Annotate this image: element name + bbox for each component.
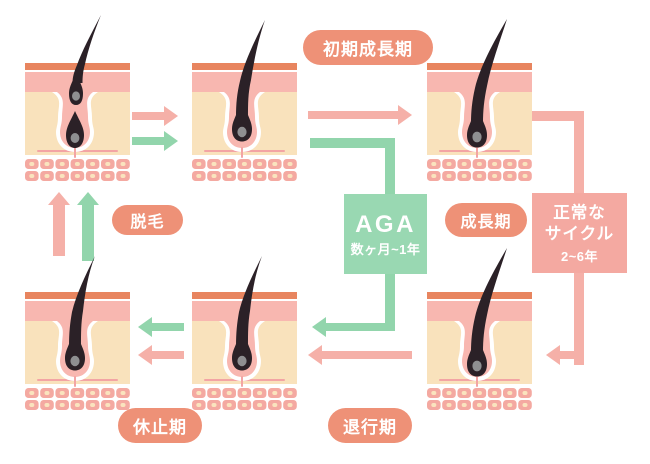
skin-panel-bottom-left hair-follicle-icon (25, 256, 130, 410)
arrow-up-green-p4-p1 (77, 192, 99, 261)
aga-title: AGA (355, 210, 416, 238)
aga-cycle-box: AGA 数ヶ月~1年 (344, 194, 427, 274)
normal-cycle-duration: 2~6年 (560, 249, 599, 265)
arrow-left-pink-p5-p4 (138, 345, 184, 365)
skin-panel-top-left hair-follicle-icon (25, 15, 130, 181)
cycle-elbow-top-vertical (574, 111, 584, 193)
arrow-left-green-p5-p4 (138, 317, 184, 337)
label-catagen-phase: 退行期 (328, 408, 412, 443)
normal-cycle-box: 正常な サイクル 2~6年 (532, 193, 627, 273)
cycle-elbow-top-horizontal (532, 111, 584, 121)
label-growth-phase: 成長期 (445, 203, 527, 237)
label-shedding: 脱毛 (112, 205, 183, 235)
normal-cycle-line2: サイクル (544, 224, 615, 243)
arrow-up-pink-p4-p1 (48, 192, 70, 256)
arrow-right-pink-p2-p3 (308, 105, 412, 125)
arrow-left-pink-cycle-into-p6 (546, 345, 584, 365)
normal-cycle-line1: 正常な (553, 203, 606, 222)
skin-panel-bottom-right hair-follicle-icon (427, 248, 532, 410)
arrow-left-pink-p6-p5 (308, 345, 412, 365)
label-early-growth-phase: 初期成長期 (303, 30, 433, 65)
aga-elbow-bottom-vertical (384, 274, 395, 331)
aga-elbow-top-vertical (384, 138, 395, 194)
aga-elbow-top-horizontal (310, 138, 395, 148)
label-telogen-phase: 休止期 (118, 408, 202, 443)
arrow-right-green-p1-p2 (132, 131, 178, 151)
arrow-right-pink-p1-p2 (132, 106, 178, 126)
skin-panel-top-middle hair-follicle-icon (192, 20, 297, 181)
aga-duration: 数ヶ月~1年 (350, 241, 421, 257)
skin-panel-top-right hair-follicle-icon (427, 19, 532, 181)
arrow-left-green-aga-into-p5 (312, 317, 394, 337)
cycle-elbow-bottom-vertical (574, 273, 584, 365)
skin-panel-bottom-middle hair-follicle-icon (192, 256, 297, 410)
